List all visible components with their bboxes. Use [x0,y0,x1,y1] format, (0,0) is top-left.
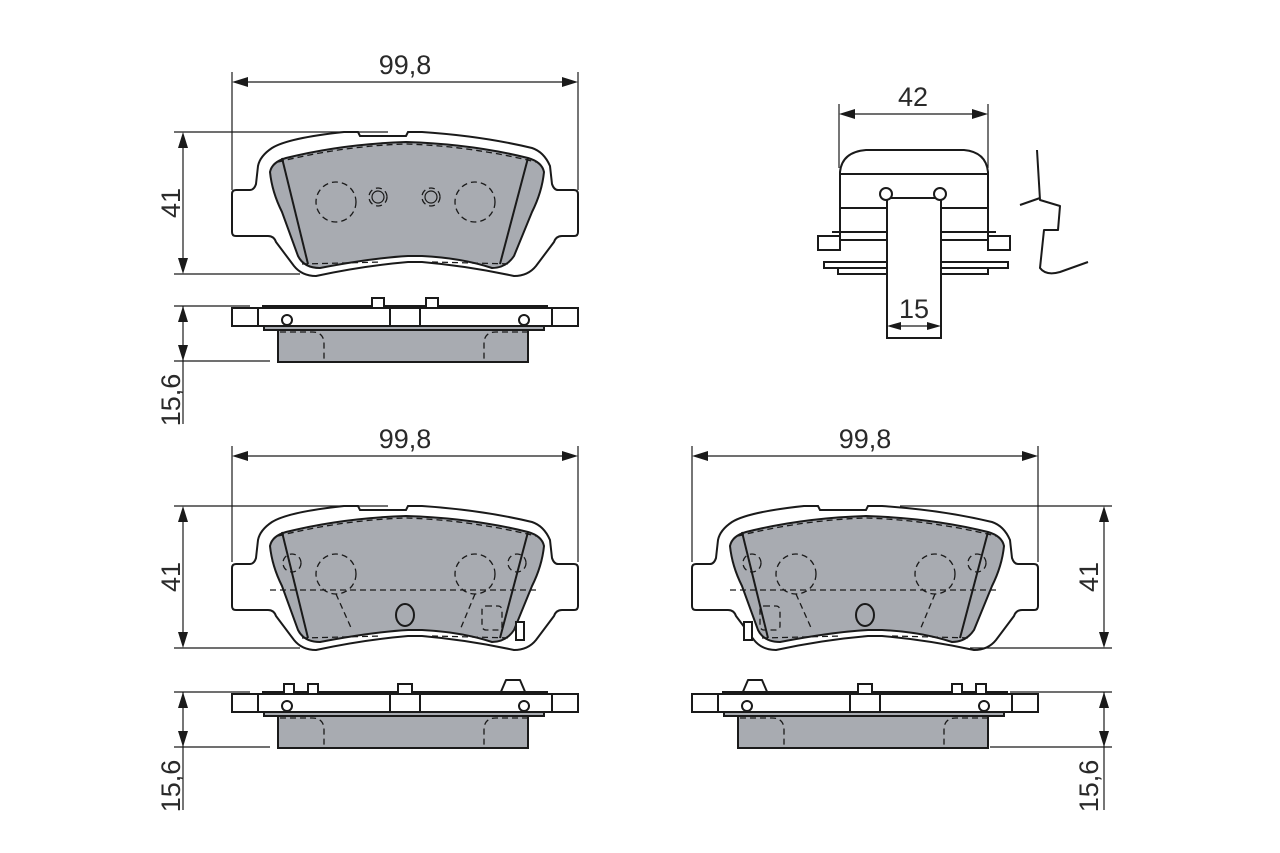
pad-2-thickness-label: 15,6 [156,760,186,813]
pad-1-height-dimension: 41 [156,131,388,275]
clip-width-dimension: 42 [838,82,989,168]
pad-1-front-view [231,131,579,277]
clip-accessory-view [817,149,1089,339]
pad-3-height-label: 41 [1074,562,1104,592]
pad-2-width-dimension: 99,8 [231,424,579,562]
pad-1-side-view [231,297,579,363]
pad-3-thickness-label: 15,6 [1074,760,1104,813]
pad-1-thickness-dimension: 15,6 [156,305,270,427]
pad-3-height-dimension: 41 [900,505,1112,649]
pad-2-front-view [231,505,579,651]
pad-3-width-dimension: 99,8 [691,424,1039,562]
pad-2-height-label: 41 [156,562,186,592]
pad-1-thickness-label: 15,6 [156,374,186,427]
pad-1-width-dimension: 99,8 [231,50,579,190]
pad-2-side-view [231,679,579,749]
pad-1-height-label: 41 [156,188,186,218]
pad-2-width-label: 99,8 [379,424,432,454]
pad-2-height-dimension: 41 [156,505,388,649]
pad-3-front-view [691,505,1039,651]
pad-3-side-view [691,679,1039,749]
clip-inner-width-label: 15 [899,294,929,324]
clip-inner-width-dimension: 15 [886,294,941,338]
pad-1-width-label: 99,8 [379,50,432,80]
pad-2-thickness-dimension: 15,6 [156,691,270,813]
pad-3-thickness-dimension: 15,6 [990,691,1112,813]
pad-3-width-label: 99,8 [839,424,892,454]
clip-width-label: 42 [898,82,928,112]
